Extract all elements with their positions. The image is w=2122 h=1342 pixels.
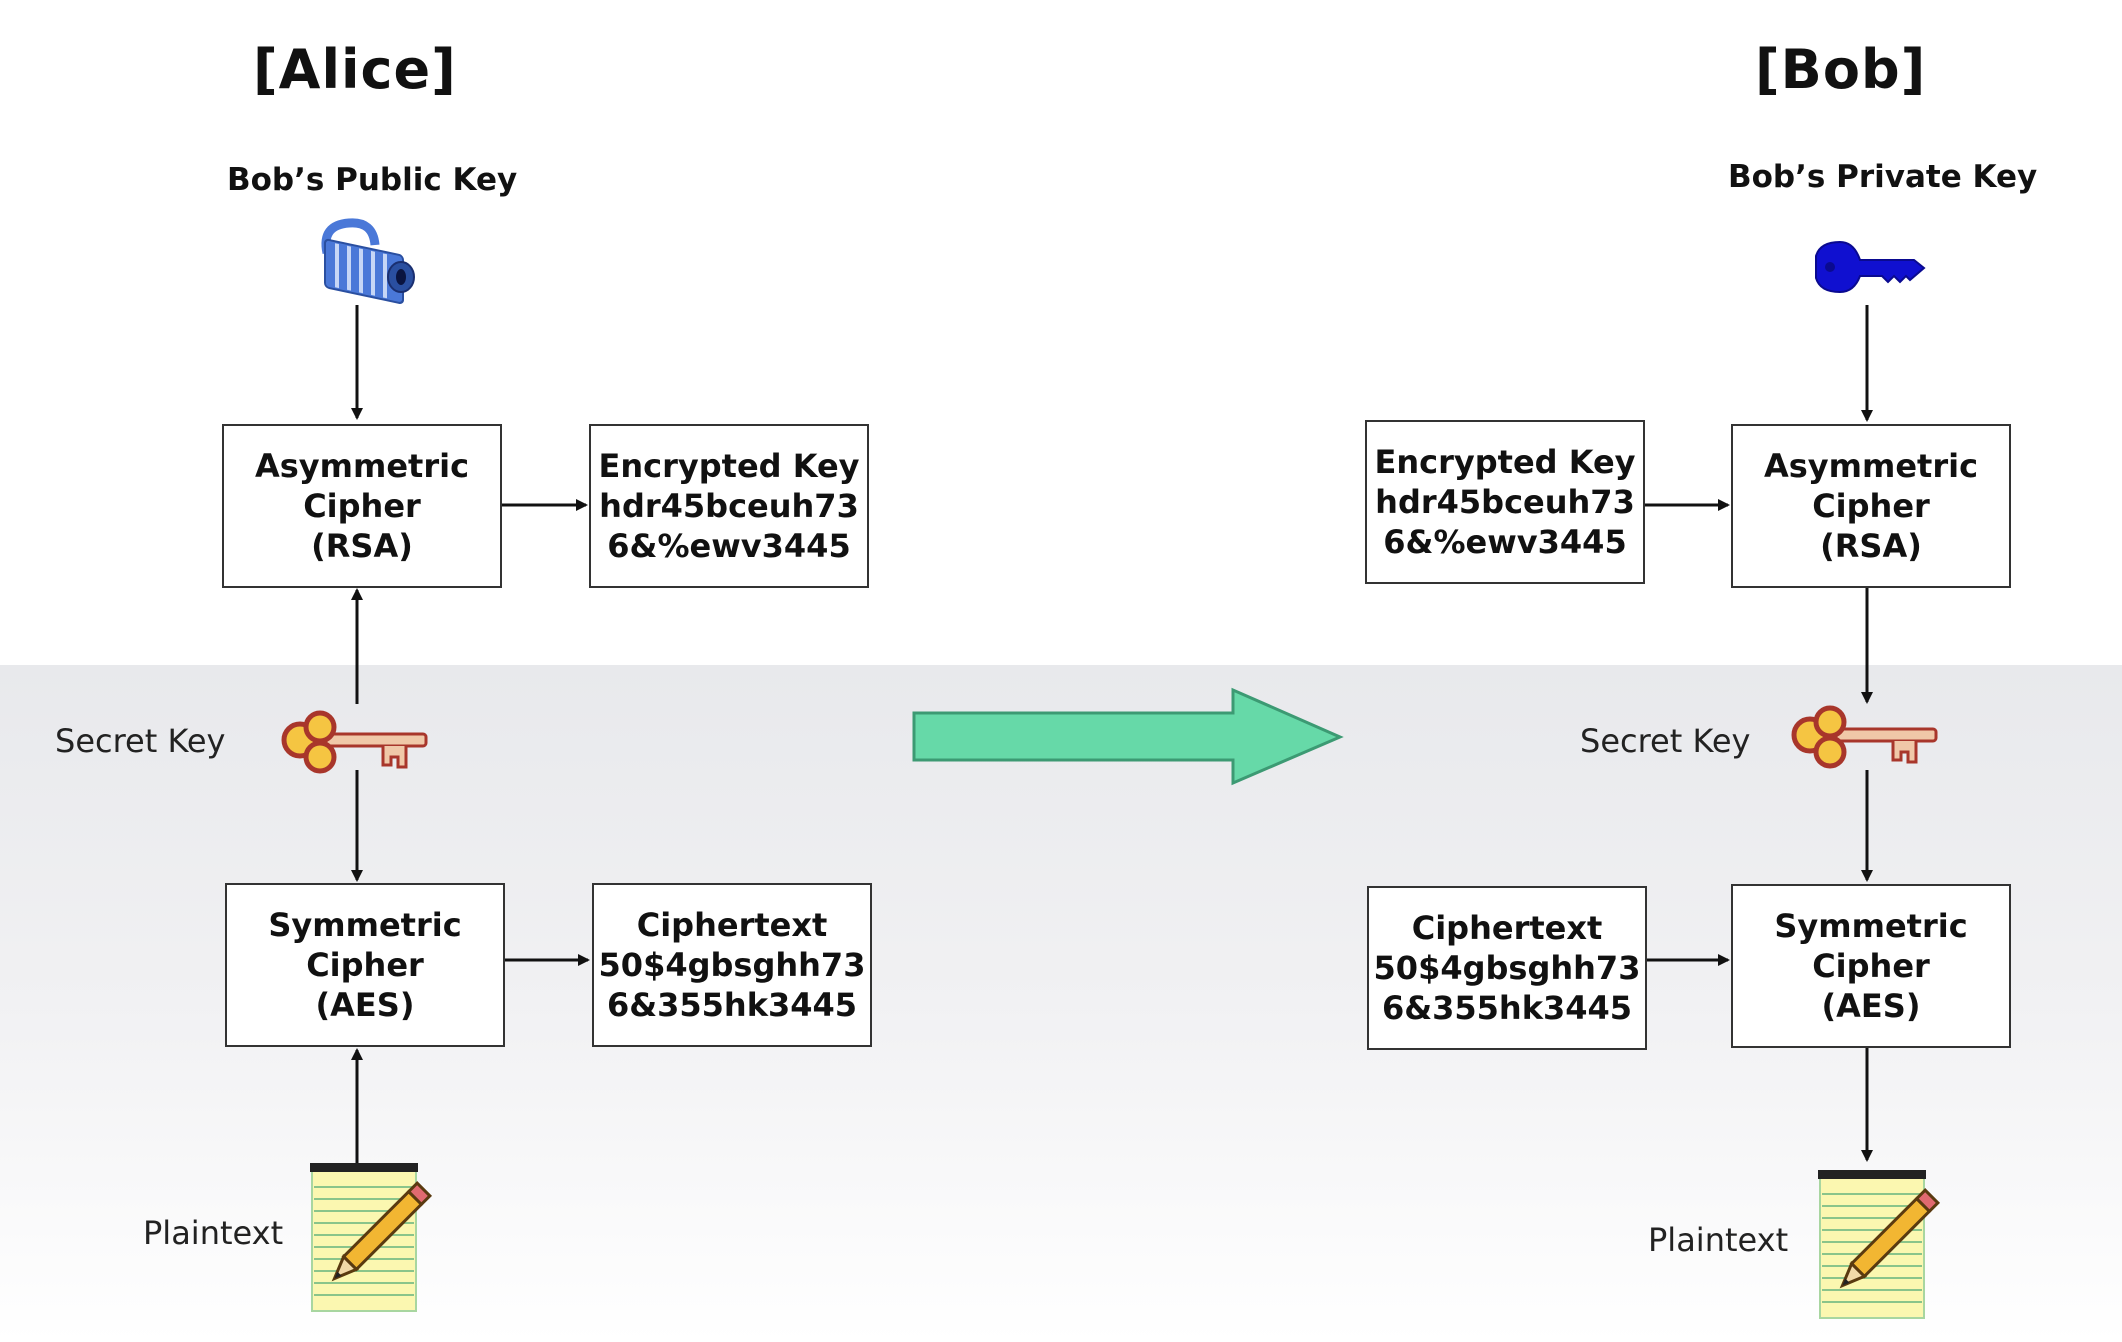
bobs-private-key-label: Bob’s Private Key xyxy=(1728,159,2038,195)
sym-line1: Symmetric xyxy=(268,906,462,944)
ciphertext-title: Ciphertext xyxy=(636,906,828,944)
sym-line3: (AES) xyxy=(315,986,415,1024)
sym-line3: (AES) xyxy=(1821,987,1921,1025)
gold-key-icon xyxy=(1788,702,1940,772)
asym-line3: (RSA) xyxy=(311,527,413,565)
sym-line2: Cipher xyxy=(1812,947,1930,985)
asym-line1: Asymmetric xyxy=(1763,447,1979,485)
ciphertext-value1: 50$4gbsghh73 xyxy=(598,946,866,984)
blue-key-icon xyxy=(1810,232,1934,302)
alice-plaintext-label: Plaintext xyxy=(143,1214,284,1252)
ciphertext-value2: 6&355hk3445 xyxy=(606,986,858,1024)
alice-heading: [Alice] xyxy=(253,38,457,101)
alice-ciphertext-box: Ciphertext 50$4gbsghh73 6&355hk3445 xyxy=(592,883,872,1047)
asym-line2: Cipher xyxy=(303,487,421,525)
encrypted-key-value1: hdr45bceuh73 xyxy=(599,487,859,525)
bob-plaintext-label: Plaintext xyxy=(1648,1221,1789,1259)
bob-secret-key-label: Secret Key xyxy=(1580,722,1751,760)
bob-asymmetric-cipher-box: Asymmetric Cipher (RSA) xyxy=(1731,424,2011,588)
encrypted-key-value2: 6&%ewv3445 xyxy=(607,527,851,565)
asym-line3: (RSA) xyxy=(1820,527,1922,565)
notepad-pencil-icon xyxy=(1818,1170,1968,1320)
gold-key-icon xyxy=(278,707,430,777)
ciphertext-value1: 50$4gbsghh73 xyxy=(1373,949,1641,987)
asym-line2: Cipher xyxy=(1812,487,1930,525)
encrypted-key-title: Encrypted Key xyxy=(598,447,860,485)
padlock-icon xyxy=(315,215,427,305)
ciphertext-title: Ciphertext xyxy=(1411,909,1603,947)
bob-ciphertext-box: Ciphertext 50$4gbsghh73 6&355hk3445 xyxy=(1367,886,1647,1050)
encrypted-key-title: Encrypted Key xyxy=(1374,443,1636,481)
alice-encrypted-key-box: Encrypted Key hdr45bceuh73 6&%ewv3445 xyxy=(589,424,869,588)
sym-line2: Cipher xyxy=(306,946,424,984)
bob-heading: [Bob] xyxy=(1755,38,1927,101)
transfer-arrow xyxy=(912,687,1344,786)
bobs-public-key-label: Bob’s Public Key xyxy=(227,162,518,198)
notepad-pencil-icon xyxy=(310,1163,460,1313)
bob-symmetric-cipher-box: Symmetric Cipher (AES) xyxy=(1731,884,2011,1048)
ciphertext-value2: 6&355hk3445 xyxy=(1381,989,1633,1027)
sym-line1: Symmetric xyxy=(1774,907,1968,945)
alice-symmetric-cipher-box: Symmetric Cipher (AES) xyxy=(225,883,505,1047)
asym-line1: Asymmetric xyxy=(254,447,470,485)
encrypted-key-value1: hdr45bceuh73 xyxy=(1375,483,1635,521)
bob-encrypted-key-box: Encrypted Key hdr45bceuh73 6&%ewv3445 xyxy=(1365,420,1645,584)
encrypted-key-value2: 6&%ewv3445 xyxy=(1383,523,1627,561)
alice-asymmetric-cipher-box: Asymmetric Cipher (RSA) xyxy=(222,424,502,588)
alice-secret-key-label: Secret Key xyxy=(55,722,226,760)
